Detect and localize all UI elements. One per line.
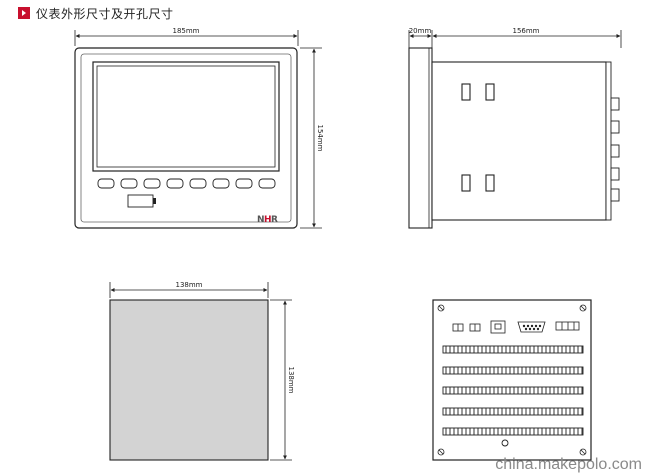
section-title: 仪表外形尺寸及开孔尺寸 xyxy=(36,6,174,21)
panel-cutout xyxy=(109,299,269,461)
terminal-strip xyxy=(442,345,584,354)
rear-connectors xyxy=(452,320,580,334)
screw-icon xyxy=(437,304,587,456)
ground-hole-icon xyxy=(501,439,509,447)
side-bezel-label: 20mm xyxy=(409,27,432,35)
side-clip-hole xyxy=(485,174,495,192)
side-clip-hole xyxy=(485,83,495,101)
front-button-5 xyxy=(189,178,207,189)
terminal-strip xyxy=(442,407,584,416)
terminal-strip xyxy=(442,366,584,375)
panel-cutout-view: 138mm 138mm xyxy=(109,281,295,461)
front-button-row xyxy=(97,178,276,189)
front-button-7 xyxy=(235,178,253,189)
front-display-screen xyxy=(96,65,276,168)
rear-terminal-strips xyxy=(442,345,584,436)
front-width-label: 185mm xyxy=(173,27,200,35)
front-button-6 xyxy=(212,178,230,189)
red-arrow-bullet-icon xyxy=(18,7,30,19)
usb-terminal-icon xyxy=(555,321,580,331)
terminal-strip xyxy=(442,427,584,436)
watermark: china.makepolo.com xyxy=(495,456,642,473)
brand-logo: N H R xyxy=(257,215,278,225)
side-terminal-blocks xyxy=(610,97,620,202)
front-height-label: 154mm xyxy=(316,125,324,152)
svg-text:R: R xyxy=(271,215,278,225)
side-view: 20mm 156mm xyxy=(408,27,622,229)
front-button-4 xyxy=(166,178,184,189)
side-depth-label: 156mm xyxy=(513,27,540,35)
front-button-8 xyxy=(258,178,276,189)
side-clip-hole xyxy=(461,83,471,101)
rear-view xyxy=(432,299,592,461)
side-bezel xyxy=(408,47,433,229)
front-button-3 xyxy=(143,178,161,189)
cutout-width-label: 138mm xyxy=(176,281,203,289)
side-housing xyxy=(431,61,607,221)
front-button-2 xyxy=(120,178,138,189)
front-button-1 xyxy=(97,178,115,189)
front-view: 185mm N H R 1 xyxy=(74,27,324,229)
side-clip-hole xyxy=(461,174,471,192)
svg-text:H: H xyxy=(264,215,272,225)
cutout-height-label: 138mm xyxy=(287,367,295,394)
svg-text:N: N xyxy=(257,215,265,225)
front-bezel-inner xyxy=(80,53,292,223)
side-rear-plate xyxy=(605,61,612,221)
terminal-strip xyxy=(442,386,584,395)
section-header: 仪表外形尺寸及开孔尺寸 xyxy=(18,4,174,22)
usb-slot-icon xyxy=(127,194,156,208)
